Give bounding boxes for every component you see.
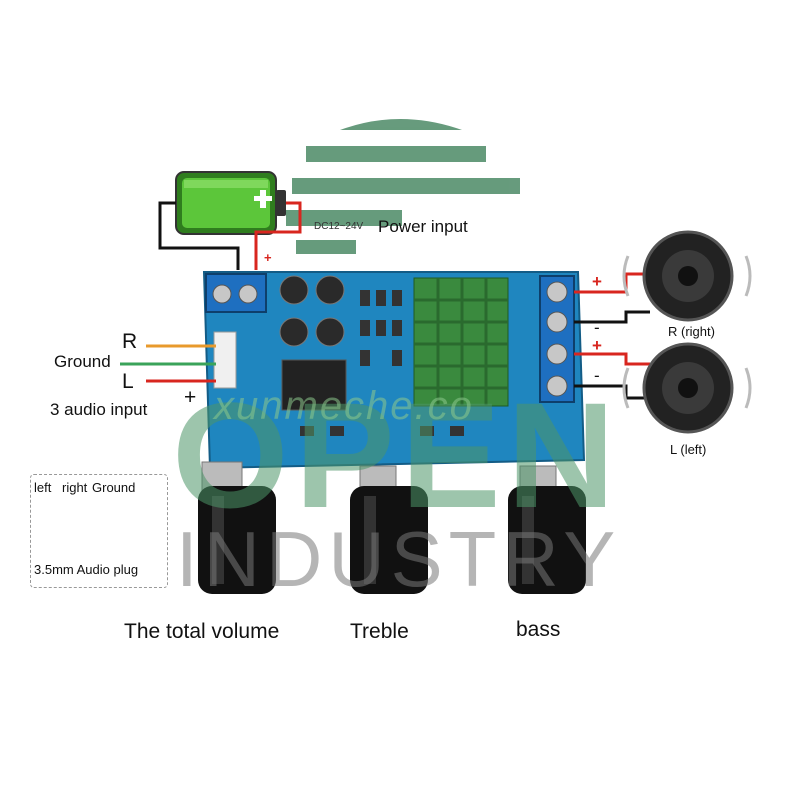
amplifier-board: [202, 271, 586, 470]
speaker-wires: [574, 272, 650, 400]
power-input-label: Power input: [378, 217, 468, 236]
input-plus-label: +: [184, 386, 197, 409]
audio-input-caption: 3 audio input: [50, 400, 148, 419]
logo-emblem: [286, 119, 520, 254]
input-ground-label: Ground: [54, 352, 111, 371]
audio-plug-panel: [30, 474, 168, 588]
power-minus-label: -: [196, 238, 202, 257]
speaker-left-minus-label: -: [594, 366, 600, 385]
plug-caption: 3.5mm Audio plug: [34, 562, 139, 577]
speaker-right-icon: [622, 230, 752, 322]
treble-knob: [350, 465, 428, 594]
input-r-label: R: [122, 330, 138, 353]
power-plus-label: +: [264, 250, 272, 265]
bass-label: bass: [516, 618, 561, 641]
plug-left-label: left: [34, 480, 52, 495]
plug-ground-label: Ground: [92, 480, 136, 495]
speaker-left-label: L (left): [670, 442, 707, 457]
power-negative-wire: [158, 201, 240, 270]
volume-label: The total volume: [124, 620, 280, 643]
speaker-left-icon: [622, 342, 752, 434]
audio-input-wires: [120, 344, 216, 383]
speaker-right-minus-label: -: [594, 318, 600, 337]
speaker-right-plus-label: +: [592, 272, 602, 291]
speaker-left-plus-label: +: [592, 336, 602, 355]
bass-knob: [508, 465, 586, 594]
battery-icon: [175, 171, 286, 235]
plug-right-label: right: [62, 480, 88, 495]
power-voltage-label: DC12~24V: [314, 221, 364, 232]
input-l-label: L: [122, 370, 134, 393]
volume-knob: [198, 461, 276, 594]
treble-label: Treble: [350, 620, 409, 643]
power-positive-wire: [254, 201, 302, 270]
speaker-right-label: R (right): [668, 324, 715, 339]
